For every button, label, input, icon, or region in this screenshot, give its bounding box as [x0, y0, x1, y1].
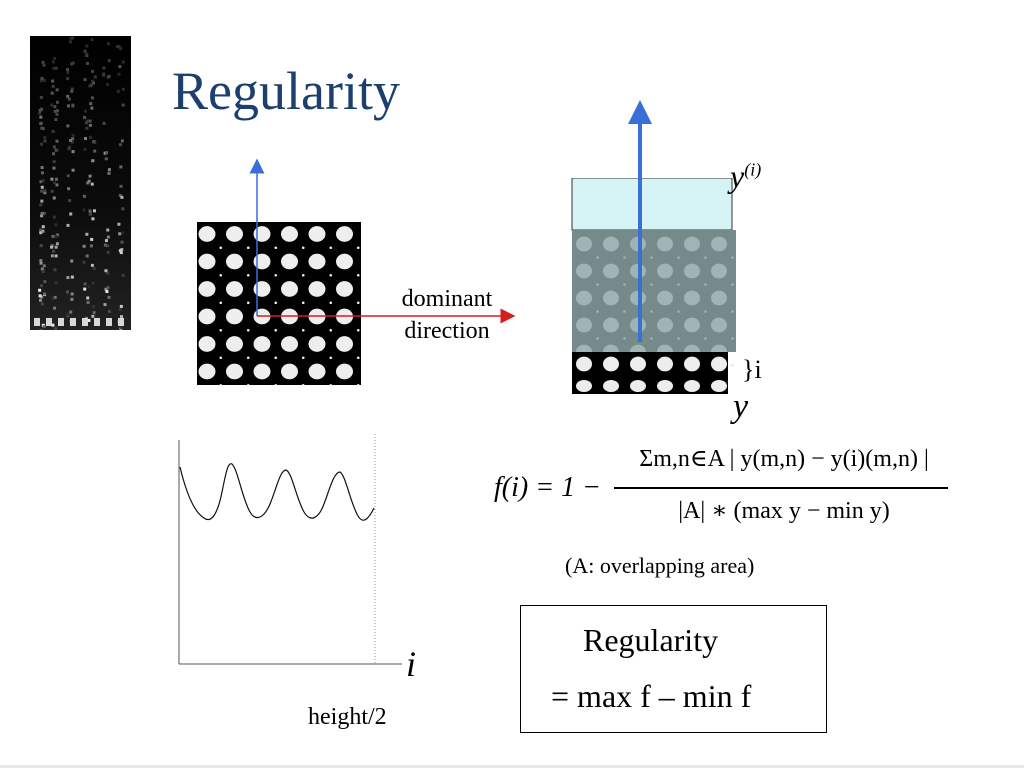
height-half-label: height/2 — [308, 704, 387, 730]
pattern-grid-image — [197, 222, 361, 385]
y-i-label: y(i) — [730, 158, 762, 194]
i-axis-label: i — [406, 644, 417, 684]
overlap-note: (A: overlapping area) — [565, 553, 755, 578]
footer-rule — [0, 765, 1024, 768]
fraction-bar — [614, 487, 948, 489]
formula-lhs: f(i) = 1 − — [494, 472, 601, 503]
offset-i-label: }i — [742, 355, 762, 384]
formula-numerator: Σm,n∈A | y(m,n) − y(i)(m,n) | — [639, 446, 929, 472]
regularity-box-title: Regularity — [583, 622, 719, 658]
overlap-up-arrow — [628, 100, 652, 342]
f-curve — [179, 463, 375, 521]
regularity-graph — [178, 434, 402, 665]
formula-denominator: |A| ∗ (max y − min y) — [678, 498, 890, 524]
overlap-figure — [571, 178, 736, 394]
regularity-definition-box: Regularity = max f – min f — [520, 605, 827, 733]
y-label: y — [733, 388, 749, 425]
dominant-direction-label: dominant direction — [401, 286, 493, 345]
regularity-box-equation: = max f – min f — [551, 678, 752, 714]
texture-strip-image — [30, 36, 131, 330]
regularity-formula: f(i) = 1 − Σm,n∈A | y(m,n) − y(i)(m,n) |… — [494, 444, 954, 544]
slide-title: Regularity — [172, 61, 400, 121]
